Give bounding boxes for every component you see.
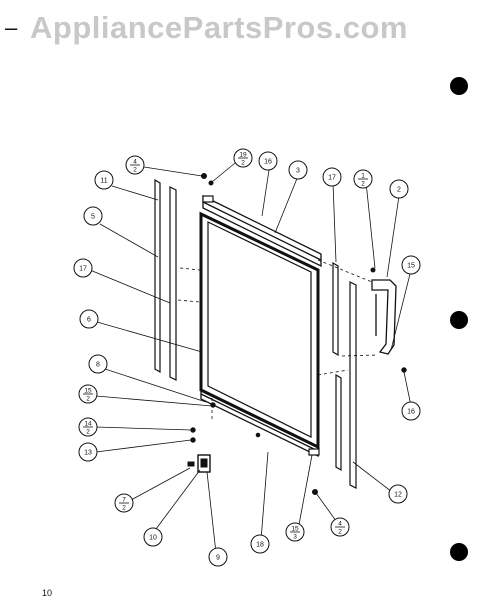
binder-hole-middle xyxy=(450,311,468,329)
callout-number: 11 xyxy=(100,178,107,185)
callout-19-2: 192 xyxy=(233,148,253,168)
callout-number: 8 xyxy=(96,362,100,369)
page-number: 10 xyxy=(42,588,53,598)
callout-17-left: 17 xyxy=(73,258,93,278)
callout-number: 3 xyxy=(293,534,297,541)
watermark-text: AppliancePartsPros.com xyxy=(30,10,408,45)
callout-number: 18 xyxy=(256,542,264,549)
callout-17-right: 17 xyxy=(322,167,342,187)
callout-4-2-bottom: 42 xyxy=(330,517,350,537)
callout-16-right: 16 xyxy=(401,401,421,421)
callout-number: 15 xyxy=(291,526,299,533)
callout-number: 17 xyxy=(328,175,336,182)
callout-12: 12 xyxy=(388,484,408,504)
callout-number: 2 xyxy=(338,529,342,536)
callout-18: 18 xyxy=(250,534,270,554)
callout-number: 3 xyxy=(296,168,300,175)
callout-number: 9 xyxy=(216,555,220,562)
callout-number: 4 xyxy=(133,159,137,166)
right-vertical-strips xyxy=(332,261,357,489)
callout-14-2: 142 xyxy=(78,417,98,437)
callout-number: 2 xyxy=(86,429,90,436)
callout-15-2: 152 xyxy=(78,384,98,404)
bottom-trim-strip xyxy=(200,388,319,458)
callout-number: 10 xyxy=(149,535,157,542)
callout-11: 11 xyxy=(94,170,114,190)
callout-4-2-top: 42 xyxy=(125,155,145,175)
callout-number: 2 xyxy=(241,160,245,167)
callout-7-2: 72 xyxy=(114,493,134,513)
left-vertical-strips xyxy=(154,178,177,381)
callout-3: 3 xyxy=(288,160,308,180)
callout-1-2: 12 xyxy=(353,169,373,189)
callout-number: 19 xyxy=(239,152,247,159)
callout-number: 15 xyxy=(407,263,415,270)
callout-number: 15 xyxy=(84,388,92,395)
callout-number: 13 xyxy=(84,450,92,457)
callout-15: 15 xyxy=(401,255,421,275)
callout-number: 1 xyxy=(361,173,365,180)
callout-number: 2 xyxy=(86,396,90,403)
callout-number: 16 xyxy=(264,159,272,166)
alignment-lines xyxy=(177,259,379,420)
corner-dash-mark: – xyxy=(5,15,18,40)
callout-number: 14 xyxy=(84,421,92,428)
callout-15-3: 153 xyxy=(285,522,305,542)
callout-10: 10 xyxy=(143,527,163,547)
callout-number: 7 xyxy=(122,497,126,504)
callout-number: 12 xyxy=(394,492,402,499)
callout-number: 16 xyxy=(407,409,415,416)
callout-number: 2 xyxy=(122,505,126,512)
callout-number: 5 xyxy=(91,214,95,221)
callout-number: 2 xyxy=(397,187,401,194)
binder-hole-top xyxy=(450,77,468,95)
binder-hole-bottom xyxy=(450,543,468,561)
callout-number: 2 xyxy=(361,181,365,188)
callout-16-top: 16 xyxy=(258,151,278,171)
callout-9: 9 xyxy=(208,547,228,567)
callout-5: 5 xyxy=(83,206,103,226)
callout-number: 6 xyxy=(87,317,91,324)
callout-number: 17 xyxy=(79,266,87,273)
leader-lines xyxy=(89,162,412,554)
handle-bracket xyxy=(371,279,397,355)
callout-6: 6 xyxy=(79,309,99,329)
callout-2: 2 xyxy=(389,179,409,199)
door-panel xyxy=(199,211,320,450)
top-trim-strip xyxy=(202,194,322,268)
callout-number: 2 xyxy=(133,167,137,174)
callout-8: 8 xyxy=(88,354,108,374)
callout-number: 4 xyxy=(338,521,342,528)
callout-13: 13 xyxy=(78,442,98,462)
